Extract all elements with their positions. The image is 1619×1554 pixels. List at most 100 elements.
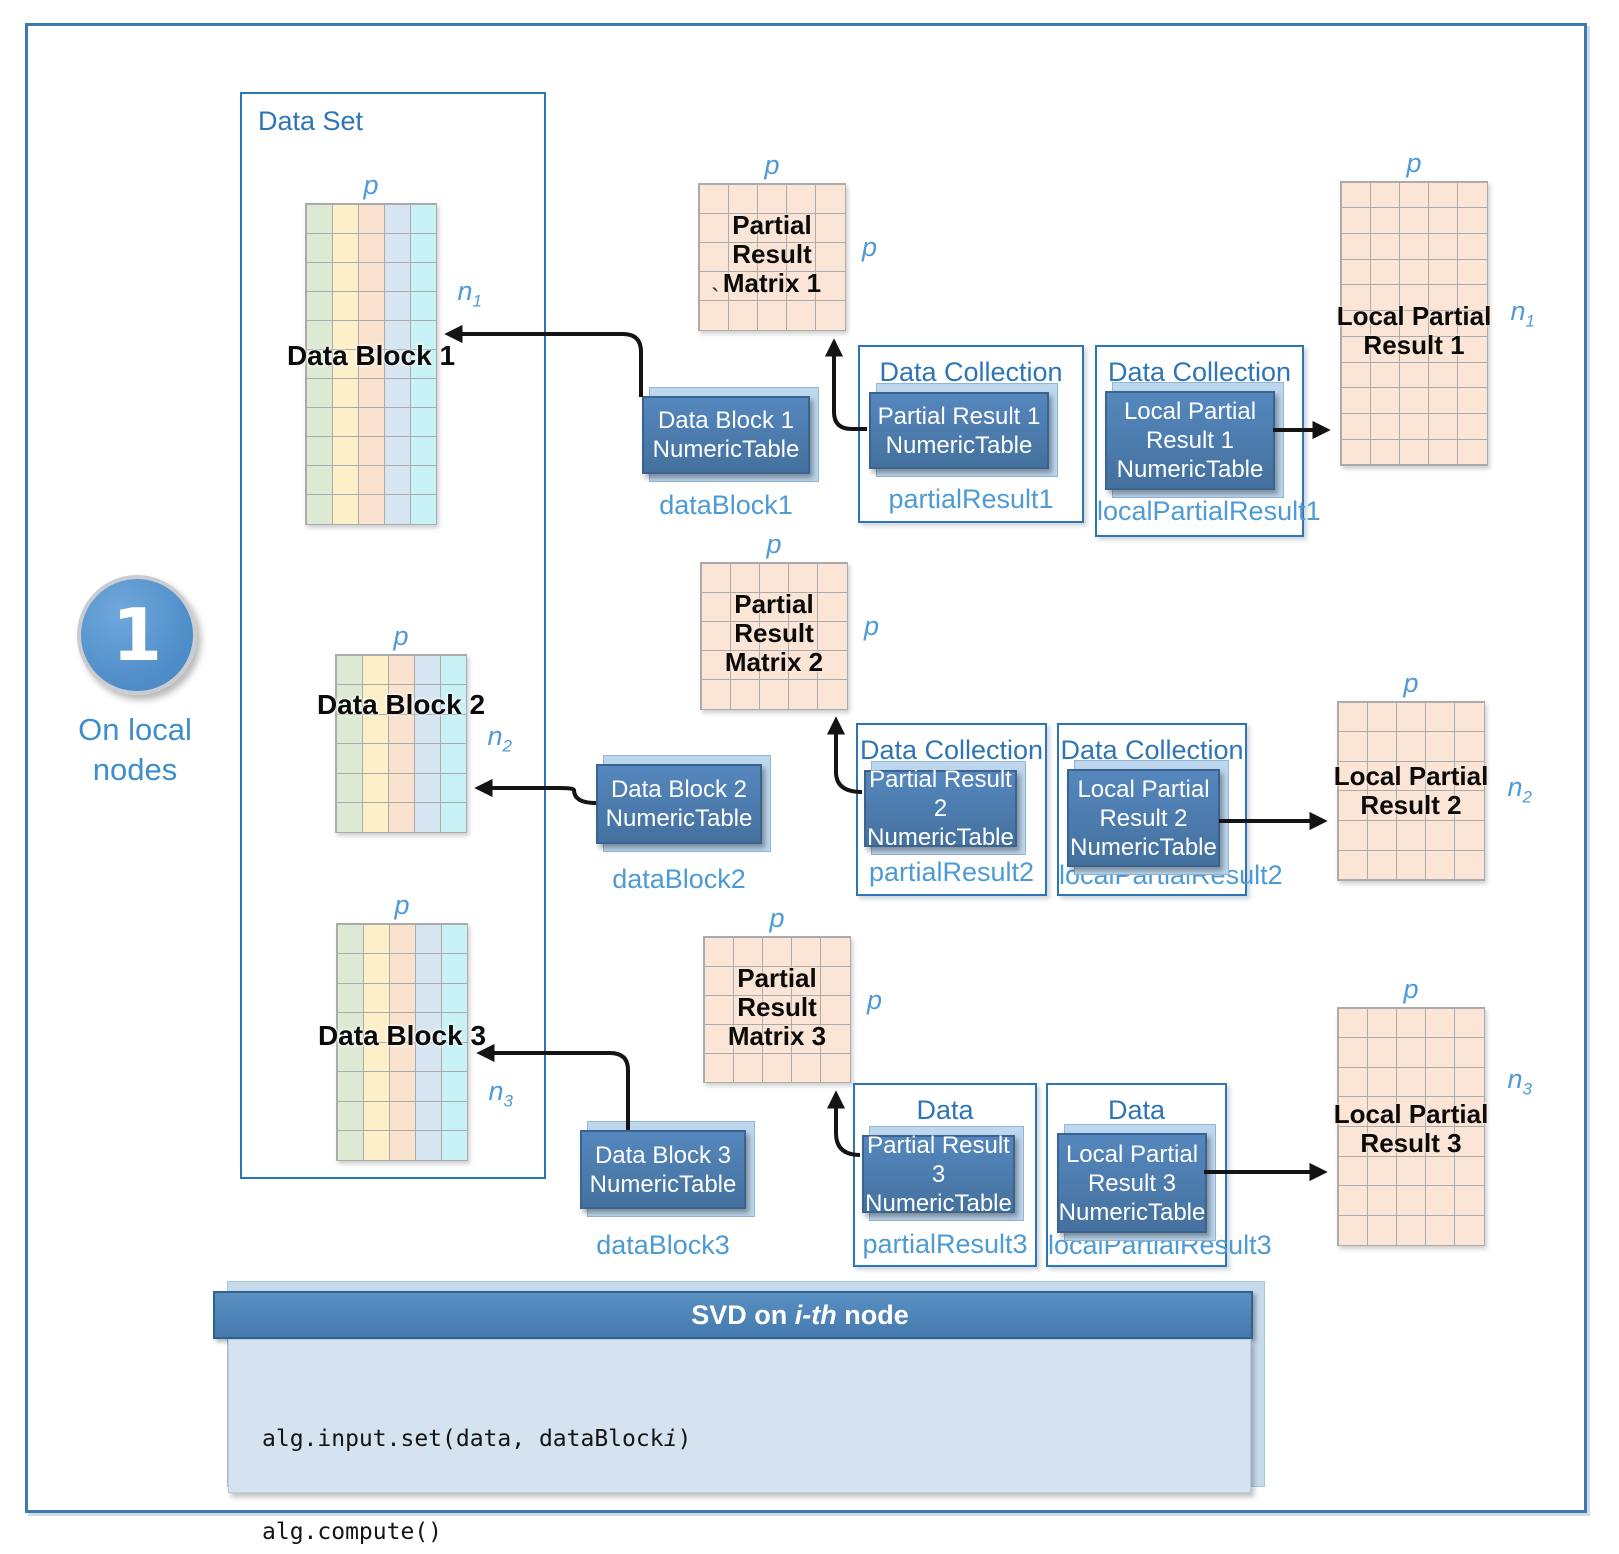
grid-cell: [1454, 1007, 1485, 1039]
grid-cell: [761, 1023, 793, 1054]
grid-cell: [1454, 820, 1485, 851]
grid-cell: [1395, 1185, 1427, 1216]
partial-result-2-numerictable: Partial Result 2 NumericTable: [864, 761, 1026, 855]
n-dimension-label: n3: [488, 1076, 514, 1111]
p-dimension-label: p: [1403, 668, 1419, 698]
grid-cell: [1337, 1066, 1368, 1098]
grid-cell: [331, 465, 359, 496]
data-block-1-caption: dataBlock1: [659, 490, 793, 520]
grid-cell: [357, 232, 385, 263]
grid-cell: [413, 772, 441, 803]
box-line: Partial Result 1: [877, 402, 1041, 430]
grid-cell: [336, 1100, 364, 1131]
numerictable-box: Local Partial Result 1 NumericTable: [1105, 391, 1275, 490]
grid-cell: [414, 923, 442, 954]
grid-cell: [1428, 387, 1459, 415]
numerictable-box: Data Block 3 NumericTable: [580, 1130, 746, 1209]
grid-cell: [413, 743, 441, 774]
grid-cell: [1425, 1007, 1456, 1039]
grid-cell: [414, 1071, 442, 1102]
box-line: NumericTable: [1058, 1198, 1206, 1226]
numerictable-box: Partial Result 3 NumericTable: [862, 1132, 1015, 1217]
grid-cell: [1398, 387, 1430, 415]
box-line: Local Partial: [1077, 775, 1210, 803]
grid-cell: [703, 1023, 734, 1054]
grid-cell: [383, 232, 411, 263]
partial-result-3-caption: partialResult3: [862, 1229, 1028, 1259]
grid-cell: [1457, 232, 1488, 260]
data-collection-partial-result-3: Data Collection Partial Result 3 Numeric…: [853, 1083, 1037, 1267]
grid-cell: [331, 436, 359, 467]
box-line: NumericTable: [589, 1170, 737, 1198]
grid-cell: [409, 494, 437, 525]
grid-cell: [331, 348, 359, 380]
grid-cell: [817, 620, 848, 652]
box-line: Result 1: [1145, 427, 1235, 454]
box-line: Data Block 1: [657, 407, 795, 434]
grid-cell: [383, 407, 411, 438]
grid-cell: [362, 1071, 390, 1102]
grid-cell: [409, 290, 437, 321]
numerictable-box: Data Block 1 NumericTable: [642, 396, 810, 474]
grid-cell: [1395, 731, 1427, 762]
data-block-2-grid: p n2 Data Block 2: [317, 621, 512, 833]
box-line: Local Partial: [1123, 398, 1257, 425]
grid-cell: [698, 300, 729, 331]
grid-cell: [409, 261, 437, 292]
grid-cell: [383, 290, 411, 321]
grid-cell: [820, 1023, 851, 1054]
grid-cell: [305, 290, 333, 321]
grid-cell: [820, 1052, 851, 1083]
grid-cell: [1425, 820, 1456, 851]
n-dimension-label: n2: [1507, 772, 1533, 807]
grid-cell: [1398, 207, 1430, 234]
grid-cell: [336, 982, 364, 1013]
grid-cell: [336, 1071, 364, 1102]
grid-cell: [387, 684, 415, 715]
grid-cell: [1428, 413, 1459, 440]
grid-cell: [1337, 849, 1368, 881]
grid-cell: [1395, 1096, 1427, 1127]
grid-cell: [1340, 335, 1371, 363]
grid-cell: [1340, 258, 1371, 286]
grid-cell: [815, 300, 846, 331]
data-collection-local-partial-result-3: Data Collection Local Partial Result 3 N…: [1046, 1083, 1272, 1267]
grid-cell: [820, 936, 851, 967]
grid-cell: [305, 232, 333, 263]
grid-cell: [1457, 413, 1488, 440]
grid-cell: [703, 936, 734, 967]
data-set-title: Data Set: [258, 106, 364, 136]
grid-cell: [361, 654, 389, 685]
p-dimension-label: p: [863, 611, 879, 641]
grid-cell: [331, 261, 359, 292]
grid-cell: [1366, 1126, 1397, 1157]
box-line: Data Block 2: [610, 776, 748, 803]
numerictable-box: Partial Result 1 NumericTable: [869, 392, 1049, 469]
numerictable-box: Data Block 2 NumericTable: [596, 764, 762, 844]
grid-cell: [357, 378, 385, 409]
grid-cell: [1366, 1037, 1397, 1068]
grid-cell: [1337, 701, 1368, 733]
data-collection-local-partial-result-1: Data Collection Local Partial Result 1 N…: [1095, 345, 1321, 537]
grid-cell: [1369, 258, 1400, 286]
grid-cell: [335, 772, 363, 803]
grid-cell: [732, 1052, 763, 1083]
box-line: Result 2: [1099, 804, 1188, 832]
grid-cell: [362, 1012, 390, 1043]
data-collection-local-partial-result-2: Data Collection Local Partial Result 2 N…: [1057, 723, 1283, 896]
partial-result-1-caption: partialResult1: [888, 484, 1054, 514]
data-block-2-numerictable: Data Block 2 NumericTable dataBlock2: [596, 755, 771, 894]
grid-cell: [1425, 1037, 1456, 1068]
svd-panel-header: SVD on i-th node: [213, 1291, 1253, 1339]
grid-cell: [1340, 284, 1371, 312]
grid-cell: [1454, 701, 1485, 733]
grid-cell: [761, 1052, 793, 1083]
data-block-3-caption: dataBlock3: [596, 1230, 730, 1260]
grid-cell: [1337, 1096, 1368, 1127]
grid-cell: [817, 562, 848, 593]
